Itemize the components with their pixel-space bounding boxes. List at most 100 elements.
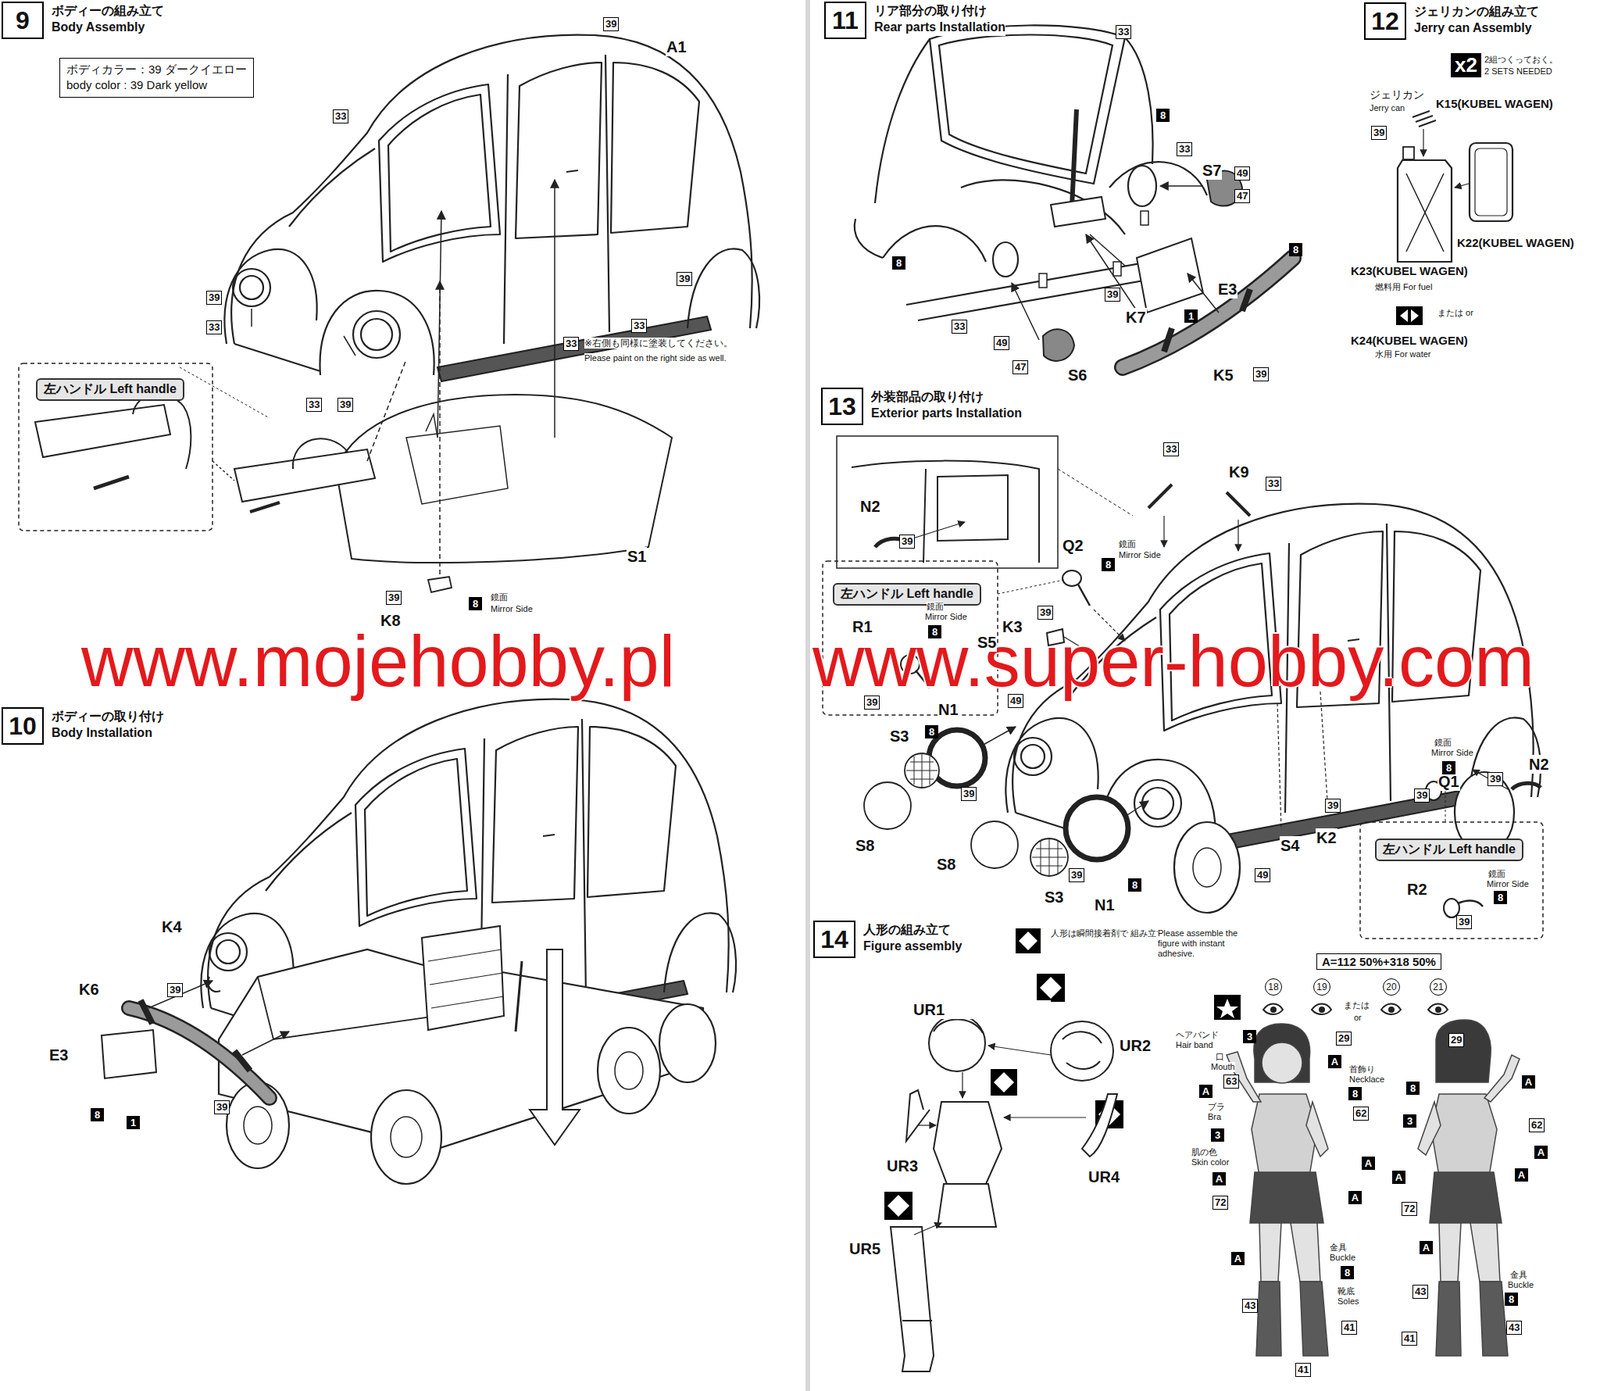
part-name: E3 bbox=[1217, 279, 1238, 299]
paint-callout: 39 bbox=[603, 17, 619, 32]
part-name: S6 bbox=[1067, 365, 1088, 385]
note-text: ジェリカン bbox=[1369, 88, 1425, 102]
note-text: 首飾り bbox=[1349, 1064, 1375, 1075]
left-handle-tag: 左ハンドル Left handle bbox=[35, 378, 185, 401]
paint-callout: 33 bbox=[1265, 476, 1282, 491]
note-text: 鏡面 bbox=[1488, 868, 1506, 879]
paint-callout: 39 bbox=[899, 534, 915, 549]
eye-option-number: 19 bbox=[1313, 978, 1331, 996]
paint-callout-black: 1 bbox=[1184, 309, 1198, 323]
paint-callout: 33 bbox=[1163, 442, 1179, 457]
note-text: 2組つくっておく。 bbox=[1484, 54, 1558, 65]
step-title-text: Figure assembly bbox=[863, 938, 962, 955]
part-name: R1 bbox=[851, 617, 874, 636]
part-name: K9 bbox=[1228, 462, 1250, 482]
paint-callout: 29 bbox=[1448, 1032, 1465, 1047]
paint-callout-black: A bbox=[1328, 1054, 1342, 1068]
part-name: A1 bbox=[665, 37, 688, 57]
note-text: ブラ bbox=[1207, 1101, 1225, 1112]
step-number: 9 bbox=[1, 1, 44, 40]
box-text: 左ハンドル Left handle bbox=[1382, 841, 1516, 858]
note-text: Hair band bbox=[1175, 1039, 1214, 1050]
paint-callout-black: 8 bbox=[1289, 242, 1303, 257]
step-title-text: 外装部品の取り付け bbox=[871, 389, 1022, 406]
note-text: または or bbox=[1437, 307, 1474, 318]
note-text: 水用 For water bbox=[1375, 349, 1432, 360]
part-name: S8 bbox=[854, 835, 875, 855]
part-name: Q2 bbox=[1061, 535, 1085, 555]
paint-callout: 39 bbox=[864, 695, 880, 710]
note-text: ※右側も同様に塗装してください。 bbox=[584, 337, 733, 349]
note-text: 口 bbox=[1215, 1051, 1225, 1062]
paint-callout: 62 bbox=[1353, 1106, 1369, 1121]
paint-callout: 47 bbox=[1012, 360, 1029, 375]
paint-callout: 47 bbox=[1234, 189, 1250, 204]
part-name: R2 bbox=[1406, 879, 1429, 899]
paint-callout-black: A bbox=[1521, 1075, 1536, 1089]
note-text: ヘアバンド bbox=[1175, 1029, 1219, 1040]
eye-option-number: 21 bbox=[1429, 978, 1447, 996]
note-text: Mouth bbox=[1210, 1061, 1236, 1072]
step-number: 10 bbox=[1, 707, 44, 745]
note-text: Mirror Side bbox=[1431, 747, 1474, 758]
note-text: Buckle bbox=[1507, 1279, 1534, 1290]
note-text: Bra bbox=[1207, 1111, 1222, 1122]
note-text: Mirror Side bbox=[1486, 878, 1529, 890]
part-name: K15(KUBEL WAGEN) bbox=[1435, 96, 1554, 111]
paint-callout-black: A bbox=[1419, 1240, 1433, 1254]
eye-option-number: 20 bbox=[1382, 978, 1400, 996]
note-text: 2 SETS NEEDED bbox=[1484, 66, 1553, 77]
paint-callout: 39 bbox=[206, 290, 222, 305]
watermark: www.super-hobby.com bbox=[812, 625, 1535, 697]
note-text: 鏡面 bbox=[926, 601, 944, 612]
box-text: ボディカラー：39 ダークイエロー bbox=[66, 61, 247, 78]
quantity-badge: x2 bbox=[1450, 53, 1482, 78]
paint-callout: 39 bbox=[1414, 788, 1430, 803]
watermark: www.mojehobby.pl bbox=[81, 625, 675, 697]
part-name: N1 bbox=[1093, 895, 1116, 915]
part-name: S3 bbox=[1043, 887, 1065, 907]
part-name: S4 bbox=[1279, 835, 1300, 855]
part-name: S8 bbox=[935, 854, 957, 874]
paint-callout: 39 bbox=[676, 271, 693, 286]
note-text: 鏡面 bbox=[1118, 539, 1136, 550]
note-text: Necklace bbox=[1349, 1074, 1385, 1085]
part-name: E3 bbox=[48, 1045, 69, 1065]
step-heading: 14 人形の組み立てFigure assembly bbox=[813, 920, 962, 958]
part-name: K2 bbox=[1315, 828, 1338, 847]
paint-callout-black: 3 bbox=[1242, 1029, 1257, 1043]
part-name: UR4 bbox=[1087, 1167, 1121, 1186]
box-text: x2 bbox=[1454, 53, 1478, 78]
part-name: S7 bbox=[1201, 160, 1222, 180]
step-number: 14 bbox=[813, 920, 856, 958]
part-name: S5 bbox=[976, 632, 997, 652]
box-text: 左ハンドル Left handle bbox=[43, 381, 177, 398]
step-title-text: Body Assembly bbox=[51, 19, 165, 36]
paint-callout-black: 8 bbox=[1128, 878, 1142, 892]
note-text: または bbox=[1343, 1000, 1370, 1011]
step-title: リア部分の取り付けRear parts Installation bbox=[874, 1, 1006, 36]
paint-callout-black: 8 bbox=[1493, 890, 1508, 904]
step-title-text: 人形の組み立て bbox=[863, 921, 962, 939]
paint-callout: 49 bbox=[1007, 693, 1024, 708]
paint-callout: 33 bbox=[332, 109, 349, 124]
paint-callout: 39 bbox=[1068, 867, 1085, 883]
note-text: Mirror Side bbox=[1118, 550, 1161, 561]
eye-option-number: 18 bbox=[1264, 978, 1283, 996]
paint-callout: 33 bbox=[206, 320, 222, 335]
part-name: K3 bbox=[1001, 617, 1024, 636]
part-name: K22(KUBEL WAGEN) bbox=[1457, 235, 1575, 250]
paint-callout: 43 bbox=[1412, 1284, 1429, 1299]
paint-callout-black: A bbox=[1231, 1251, 1245, 1265]
step-number: 13 bbox=[821, 387, 864, 425]
paint-callout: 43 bbox=[1242, 1298, 1258, 1313]
part-name: K24(KUBEL WAGEN) bbox=[1350, 333, 1468, 348]
part-name: UR1 bbox=[912, 1000, 1051, 1019]
note-text: or bbox=[1353, 1012, 1362, 1023]
paint-callout: 39 bbox=[385, 590, 402, 605]
paint-callout: 72 bbox=[1212, 1195, 1229, 1210]
step-title: 外装部品の取り付けExterior parts Installation bbox=[871, 387, 1022, 422]
note-text: 鏡面 bbox=[490, 592, 508, 603]
left-handle-tag: 左ハンドル Left handle bbox=[1375, 838, 1524, 861]
step-title-text: Rear parts Installation bbox=[874, 19, 1006, 36]
